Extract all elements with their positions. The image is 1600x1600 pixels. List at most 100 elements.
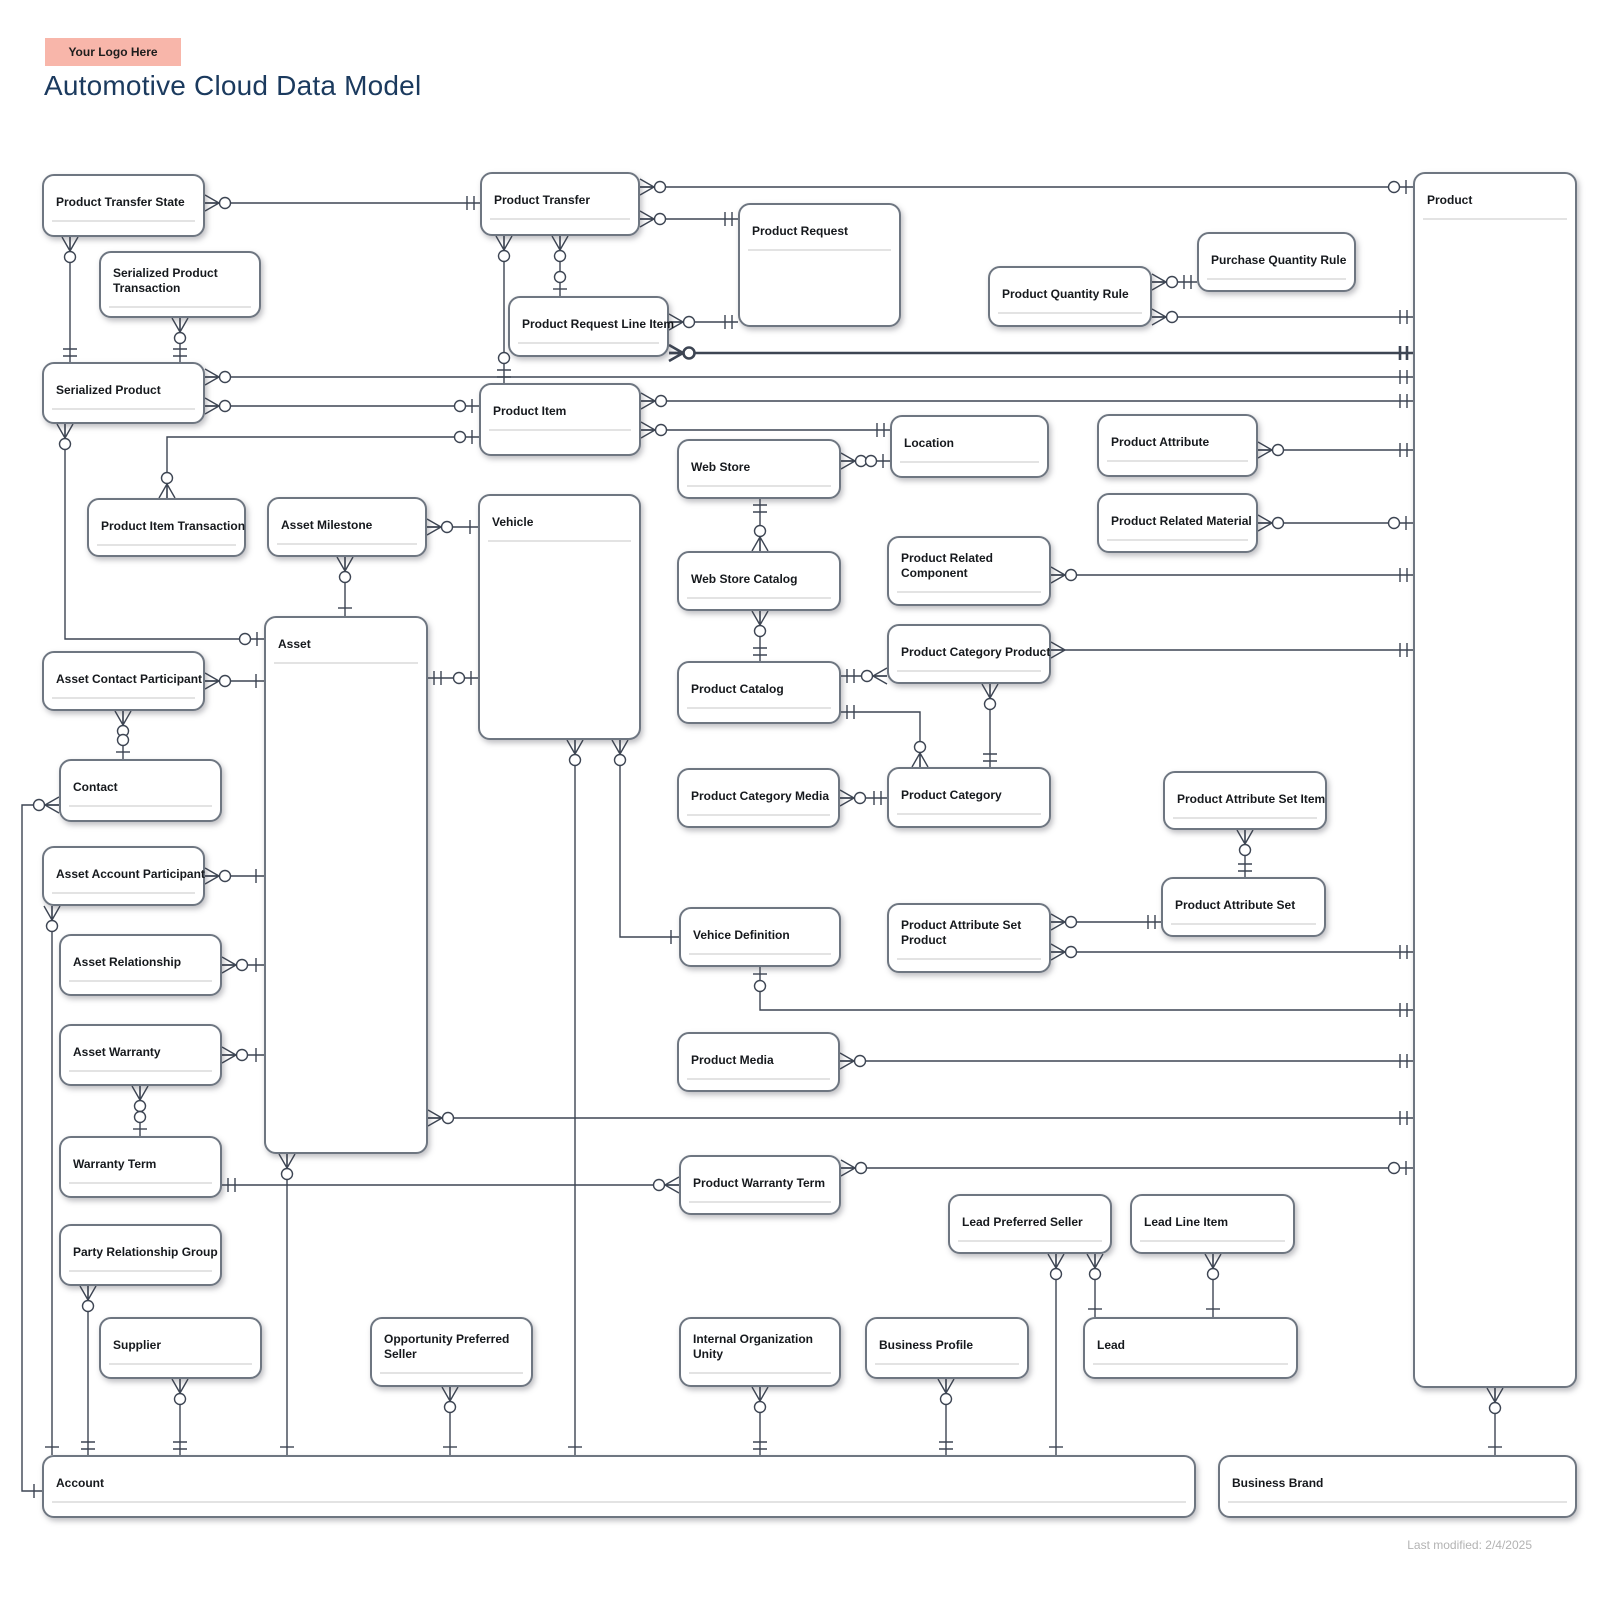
entity-box-supplier: Supplier: [99, 1317, 262, 1379]
entity-title-divider: [69, 1270, 212, 1272]
entity-title-divider: [52, 892, 195, 894]
entity-label: Product Media: [691, 1053, 774, 1067]
entity-title-divider: [490, 218, 630, 220]
entity-box-product-transfer-state: Product Transfer State: [42, 174, 205, 237]
entity-label: Business Profile: [879, 1338, 974, 1352]
entity-title-divider: [748, 249, 891, 251]
entity-box-asset: Asset: [264, 616, 428, 1154]
entity-box-asset-contact-participant: Asset Contact Participant: [42, 651, 205, 711]
entity-box-product-related-component: Product Related Component: [887, 536, 1051, 606]
entity-box-serialized-product-transaction: Serialized Product Transaction: [99, 251, 261, 318]
entity-label: Product Quantity Rule: [1002, 287, 1129, 301]
entity-label: Purchase Quantity Rule: [1211, 253, 1347, 267]
entity-label: Product Item: [493, 404, 567, 418]
entity-title-divider: [1423, 218, 1567, 220]
entity-title-divider: [958, 1240, 1102, 1242]
entity-label: Web Store Catalog: [691, 572, 798, 586]
relationship-line: [841, 711, 921, 767]
entity-title-divider: [69, 1070, 212, 1072]
entity-box-party-relationship-group: Party Relationship Group: [59, 1224, 222, 1286]
entity-label: Product Category Product: [901, 645, 1051, 659]
entity-label: Product Attribute: [1111, 435, 1210, 449]
entity-title-divider: [897, 813, 1041, 815]
entity-title-divider: [380, 1372, 523, 1374]
entity-box-product-category: Product Category: [887, 767, 1051, 828]
entity-title-divider: [897, 958, 1041, 960]
entity-title-divider: [109, 306, 251, 308]
entity-title-divider: [875, 1363, 1019, 1365]
entity-label: Vehice Definition: [693, 928, 790, 942]
entity-box-web-store: Web Store: [677, 439, 841, 499]
entity-title-divider: [1171, 923, 1316, 925]
entity-title-divider: [1140, 1240, 1285, 1242]
entity-box-location: Location: [890, 415, 1049, 478]
entity-title-divider: [274, 662, 418, 664]
entity-label: Product Transfer State: [56, 195, 185, 209]
entity-box-account: Account: [42, 1455, 1196, 1518]
entity-title-divider: [488, 540, 631, 542]
entity-box-asset-warranty: Asset Warranty: [59, 1024, 222, 1086]
entity-title-divider: [1107, 539, 1248, 541]
entity-label: Asset: [278, 637, 311, 651]
entity-title-divider: [1173, 817, 1317, 819]
entity-label: Product Category: [901, 788, 1002, 802]
entity-title-divider: [52, 697, 195, 699]
entity-box-product-attribute: Product Attribute: [1097, 414, 1258, 477]
entity-title-divider: [687, 485, 831, 487]
entity-label: Product Attribute Set Item: [1177, 792, 1326, 806]
entity-box-product-warranty-term: Product Warranty Term: [679, 1155, 841, 1215]
entity-title-divider: [687, 597, 831, 599]
entity-label: Supplier: [113, 1338, 162, 1352]
entity-label: Product Item Transaction: [101, 519, 246, 533]
entity-title-divider: [489, 429, 631, 431]
entity-box-product-media: Product Media: [677, 1032, 840, 1092]
entity-title-divider: [1228, 1501, 1567, 1503]
entity-title-divider: [1093, 1363, 1288, 1365]
entity-box-opportunity-preferred-seller: Opportunity Preferred Seller: [370, 1317, 533, 1387]
entity-label: Contact: [73, 780, 118, 794]
entity-title-divider: [69, 1182, 212, 1184]
entity-title-divider: [518, 342, 659, 344]
entity-label: Internal Organization Unity: [693, 1332, 814, 1361]
entity-title-divider: [1107, 460, 1248, 462]
entity-label: Lead: [1097, 1338, 1126, 1352]
entity-box-product-catalog: Product Catalog: [677, 661, 841, 724]
entity-box-vehicle: Vehicle: [478, 494, 641, 740]
entity-label: Product Category Media: [691, 789, 830, 803]
entity-title-divider: [897, 670, 1041, 672]
entity-box-product-attribute-set: Product Attribute Set: [1161, 877, 1326, 937]
entity-box-lead-line-item: Lead Line Item: [1130, 1194, 1295, 1254]
entity-box-lead-preferred-seller: Lead Preferred Seller: [948, 1194, 1112, 1254]
entity-title-divider: [687, 1078, 830, 1080]
entity-label: Product Warranty Term: [693, 1176, 826, 1190]
entity-box-product-category-media: Product Category Media: [677, 768, 840, 828]
entity-label: Business Brand: [1232, 1476, 1324, 1490]
entity-title-divider: [687, 814, 830, 816]
entity-title-divider: [689, 1372, 831, 1374]
entity-title-divider: [277, 543, 417, 545]
entity-label: Account: [56, 1476, 104, 1490]
entity-box-product-attribute-set-item: Product Attribute Set Item: [1163, 771, 1327, 830]
entity-box-warranty-term: Warranty Term: [59, 1136, 222, 1198]
relationship-line: [21, 804, 59, 1492]
entity-title-divider: [689, 953, 831, 955]
entity-title-divider: [900, 461, 1039, 463]
entity-box-product-transfer: Product Transfer: [480, 172, 640, 236]
entity-label: Opportunity Preferred Seller: [384, 1332, 510, 1361]
entity-label: Asset Milestone: [281, 518, 373, 532]
entity-label: Asset Relationship: [73, 955, 182, 969]
entity-label: Product Request: [752, 224, 849, 238]
entity-title-divider: [687, 707, 831, 709]
entity-label: Product Attribute Set: [1175, 898, 1296, 912]
entity-box-product-attribute-set-product: Product Attribute Set Product: [887, 903, 1051, 973]
entity-box-internal-organization-unity: Internal Organization Unity: [679, 1317, 841, 1387]
entity-box-purchase-quantity-rule: Purchase Quantity Rule: [1197, 232, 1356, 292]
entity-title-divider: [52, 408, 195, 410]
entity-title-divider: [1207, 278, 1346, 280]
entity-label: Asset Contact Participant: [56, 672, 203, 686]
entity-label: Vehicle: [492, 515, 534, 529]
entity-label: Serialized Product Transaction: [113, 266, 218, 295]
entity-label: Warranty Term: [73, 1157, 157, 1171]
